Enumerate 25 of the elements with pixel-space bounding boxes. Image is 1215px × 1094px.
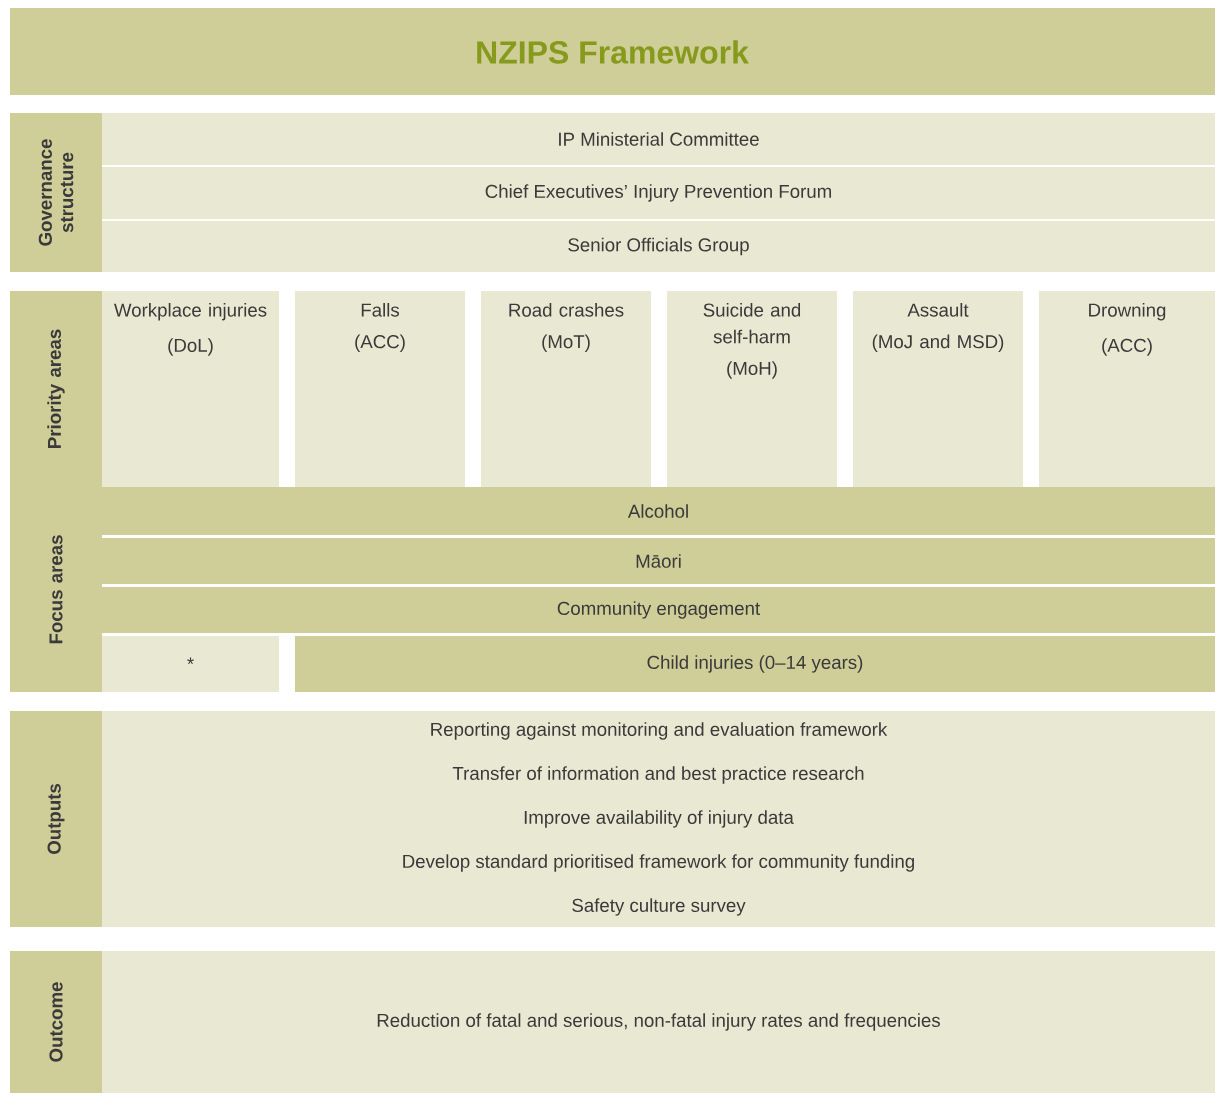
priority-box: Workplace injuries (DoL) xyxy=(102,291,279,487)
priority-box: Falls (ACC) xyxy=(295,291,465,487)
node-label: Senior Officials Group xyxy=(568,237,749,256)
outputs-box: Reporting against monitoring and evaluation framework Transfer of information and best practice research Improve availability of injury data Develop standard prioritised framework for community funding Safety culture survey xyxy=(102,711,1215,927)
row-box: Reduction of fatal and serious, non-fatal injury rates and frequencies xyxy=(102,951,1215,1093)
node-label: Alcohol xyxy=(627,504,688,518)
row-box: Senior Officials Group xyxy=(102,221,1215,272)
row-box: Child injuries (0–14 years) xyxy=(295,636,1215,692)
priority-box: Drowning (ACC) xyxy=(1039,291,1215,487)
priority-box: Road crashes (MoT) xyxy=(481,291,651,487)
node-label: Community engagement xyxy=(557,601,761,619)
node-label: Māori xyxy=(636,554,681,568)
section-label: Focus areas xyxy=(10,487,102,692)
priority-box: Suicide and self-harm (MoH) xyxy=(667,291,837,487)
row-box: IP Ministerial Committee xyxy=(102,113,1215,165)
section-label: Outputs xyxy=(10,711,102,927)
section-label: Priority areas xyxy=(10,291,102,487)
row-box: Chief Executives’ Injury Prevention Forum xyxy=(102,167,1215,219)
row-box: * xyxy=(102,636,279,692)
priority-box: Assault (MoJ and MSD) xyxy=(853,291,1023,487)
node-label: IP Ministerial Committee xyxy=(559,132,759,146)
title-band: NZIPS Framework xyxy=(10,8,1215,95)
section-label: Outcome xyxy=(10,951,102,1093)
node-label: Chief Executives’ Injury Prevention Forum xyxy=(485,184,832,202)
section-label: Governance structure xyxy=(10,113,102,272)
